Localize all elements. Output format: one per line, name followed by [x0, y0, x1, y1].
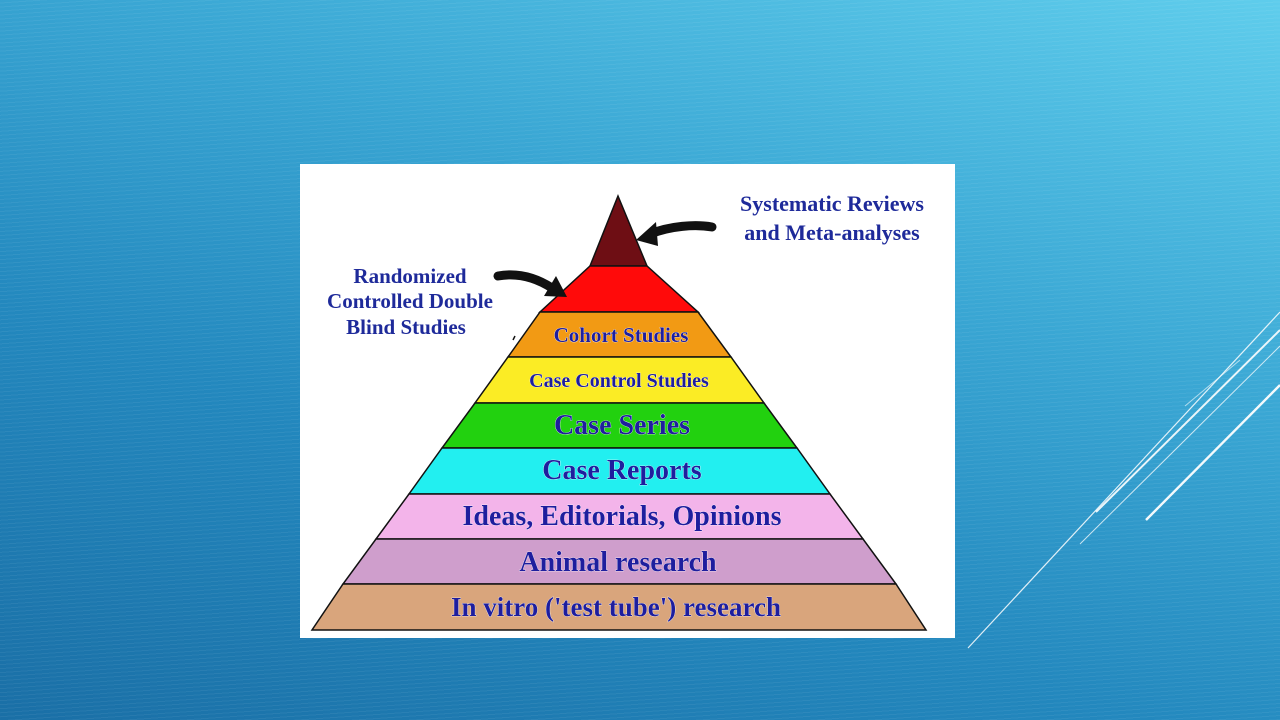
level-2-band [538, 265, 700, 313]
level-9-label: In vitro ('test tube') research [451, 592, 781, 622]
small-tick [512, 335, 516, 341]
level-3-label: Cohort Studies [554, 323, 689, 347]
arrow-to-top-level-head [636, 222, 658, 246]
arrow-to-second-level [493, 270, 557, 293]
arrow-to-second-level-head [544, 276, 567, 297]
level-4-label: Case Control Studies [529, 370, 709, 392]
level-9-band [310, 583, 928, 631]
callout-rct-line2: Controlled Double [327, 289, 493, 313]
callout-systematic-reviews-line1: Systematic Reviews [740, 191, 924, 216]
arrow-to-top-level [645, 221, 717, 239]
level-1-band-top [588, 194, 649, 267]
callout-systematic-reviews-line2: and Meta-analyses [744, 220, 920, 245]
evidence-pyramid-image: Cohort Studies Case Control Studies Case… [300, 164, 955, 638]
level-5-label: Case Series [554, 410, 690, 441]
level-8-label: Animal research [519, 547, 717, 578]
callout-rct-line3: Blind Studies [346, 315, 466, 339]
level-7-label: Ideas, Editorials, Opinions [463, 501, 782, 532]
callout-rct-line1: Randomized [353, 264, 466, 288]
level-6-label: Case Reports [542, 455, 702, 486]
